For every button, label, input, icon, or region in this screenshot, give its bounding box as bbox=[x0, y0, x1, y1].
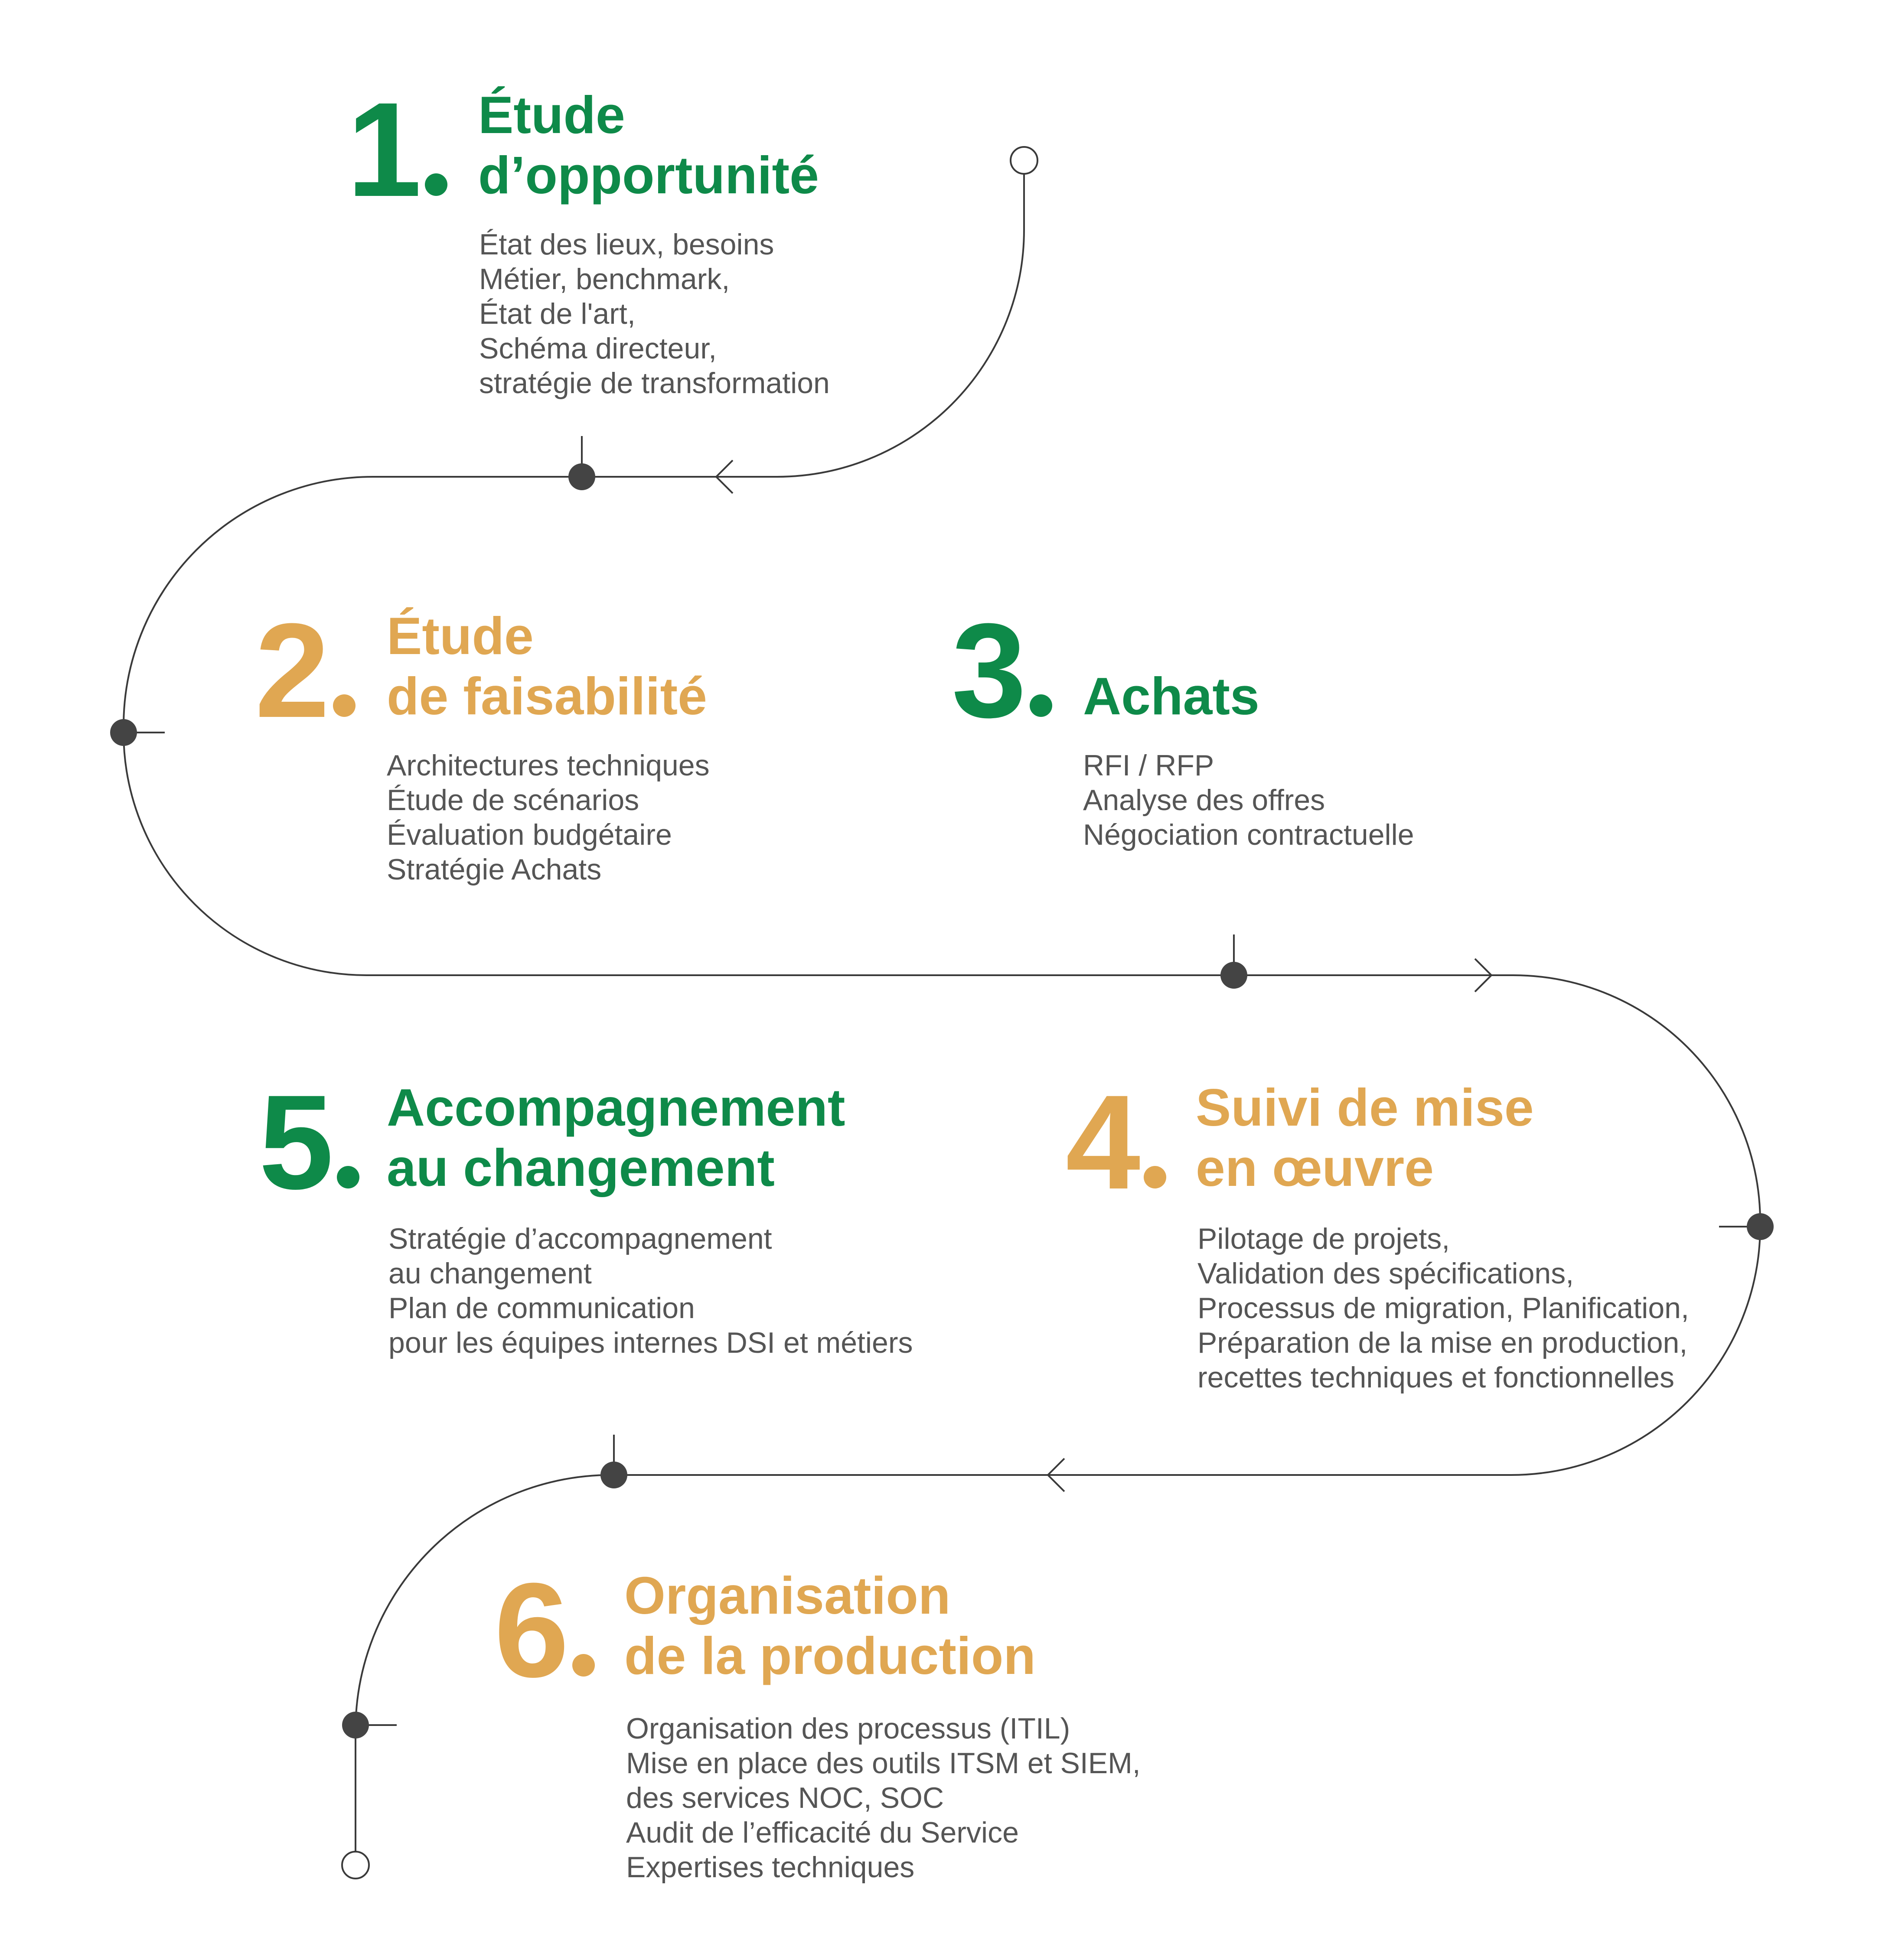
step-number: 5 bbox=[259, 1075, 360, 1209]
number-dot bbox=[337, 1166, 360, 1188]
arrow-left-icon bbox=[1047, 1458, 1065, 1492]
number-dot bbox=[1030, 694, 1053, 717]
path-node bbox=[342, 1712, 369, 1739]
step-number: 4 bbox=[1066, 1075, 1167, 1209]
step-title: Suivi de mise en œuvre bbox=[1196, 1078, 1534, 1197]
step-description: État des lieux, besoins Métier, benchmar… bbox=[479, 228, 830, 400]
step-number: 6 bbox=[494, 1563, 595, 1697]
step-number: 1 bbox=[347, 82, 448, 217]
path-node bbox=[568, 463, 595, 490]
number-dot bbox=[572, 1654, 595, 1677]
step-title: Accompagnement au changement bbox=[387, 1078, 845, 1197]
step-description: RFI / RFP Analyse des offres Négociation… bbox=[1083, 749, 1414, 851]
step-title: Étude de faisabilité bbox=[387, 606, 708, 726]
step-title: Organisation de la production bbox=[624, 1566, 1036, 1685]
path-node bbox=[1747, 1213, 1774, 1240]
start-node bbox=[1010, 146, 1038, 175]
path-node bbox=[600, 1462, 627, 1488]
step-description: Architectures techniques Étude de scénar… bbox=[387, 749, 710, 886]
number-dot bbox=[425, 173, 448, 196]
path-node bbox=[1220, 962, 1247, 989]
path-node bbox=[110, 719, 137, 746]
step-description: Stratégie d’accompagnement au changement… bbox=[388, 1222, 913, 1359]
end-node bbox=[341, 1851, 370, 1879]
step-number: 2 bbox=[255, 603, 356, 738]
step-title: Étude d’opportunité bbox=[478, 85, 819, 205]
arrow-left-icon bbox=[715, 459, 734, 494]
step-description: Pilotage de projets, Validation des spéc… bbox=[1197, 1222, 1689, 1394]
step-number: 3 bbox=[952, 603, 1053, 738]
step-description: Organisation des processus (ITIL) Mise e… bbox=[626, 1712, 1141, 1884]
number-dot bbox=[1144, 1166, 1167, 1188]
number-dot bbox=[333, 694, 356, 717]
step-title: Achats bbox=[1083, 667, 1259, 726]
arrow-right-icon bbox=[1474, 958, 1493, 993]
